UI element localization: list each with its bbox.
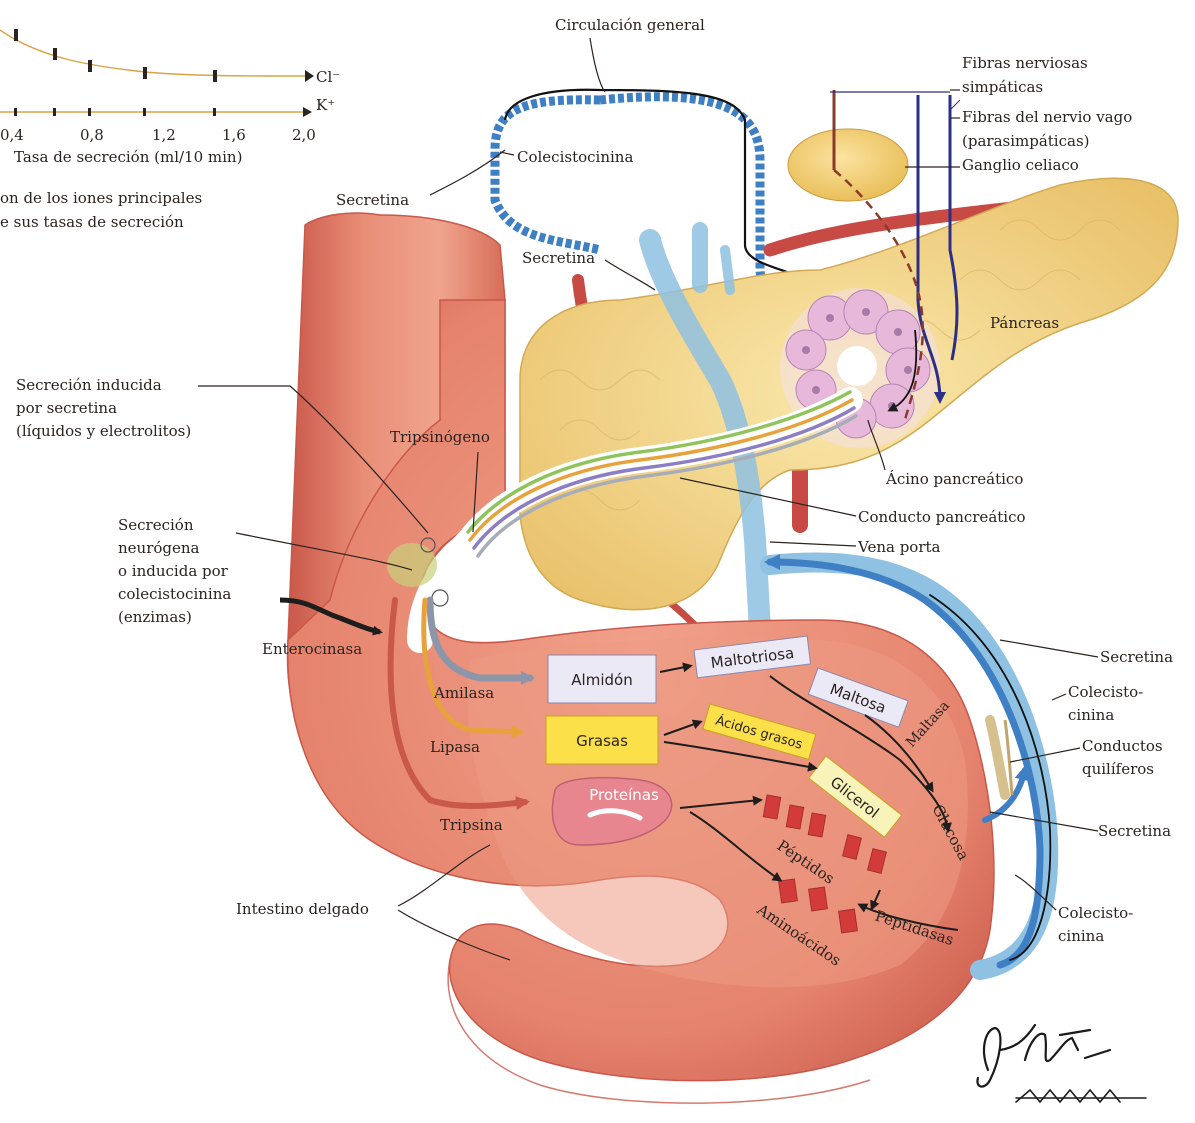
label-secrecion-neuro-2: neurógena — [118, 539, 200, 557]
almidon-label: Almidón — [571, 671, 632, 689]
label-fibras-simpaticas-1: Fibras nerviosas — [962, 54, 1088, 72]
label-circulacion-general: Circulación general — [555, 16, 705, 34]
label-amilasa: Amilasa — [433, 684, 494, 702]
label-secrecion-neuro-5: (enzimas) — [118, 608, 192, 626]
label-colecistocinina-top: Colecistocinina — [517, 148, 633, 166]
label-intestino: Intestino delgado — [236, 900, 369, 918]
label-pancreas: Páncreas — [990, 314, 1059, 332]
label-secrecion-inducida-2: por secretina — [16, 399, 117, 417]
label-conductos-1: Conductos — [1082, 737, 1163, 755]
label-vena-porta: Vena porta — [857, 538, 941, 556]
label-secrecion-neuro-3: o inducida por — [118, 562, 229, 580]
chart-caption-line1: on de los iones principales — [0, 189, 202, 207]
label-secretina-r2: Secretina — [1098, 822, 1171, 840]
label-fibras-vago-2: (parasimpáticas) — [962, 132, 1090, 150]
ion-secretion-chart: Cl⁻ K⁺ 0,4 0,8 1,2 1,6 2,0 Tasa de secre… — [0, 29, 340, 231]
x-tick: 1,2 — [152, 126, 176, 144]
x-tick: 2,0 — [292, 126, 316, 144]
netter-signature — [977, 1025, 1146, 1102]
celiac-ganglion — [788, 129, 908, 201]
label-secretina-mid: Secretina — [522, 249, 595, 267]
cl-curve — [0, 30, 305, 76]
label-colecisto-r1a: Colecisto- — [1068, 683, 1143, 701]
cl-series-label: Cl⁻ — [316, 68, 340, 86]
label-colecisto-r2a: Colecisto- — [1058, 904, 1133, 922]
label-fibras-vago-1: Fibras del nervio vago — [962, 108, 1132, 126]
label-enterocinasa: Enterocinasa — [262, 640, 362, 658]
x-axis-label: Tasa de secreción (ml/10 min) — [14, 148, 242, 166]
label-secrecion-inducida-3: (líquidos y electrolitos) — [16, 422, 191, 440]
x-axis-ticks: 0,4 0,8 1,2 1,6 2,0 — [0, 126, 316, 144]
label-secrecion-neuro-4: colecistocinina — [118, 585, 231, 603]
k-series-label: K⁺ — [316, 96, 335, 114]
label-conducto: Conducto pancreático — [858, 508, 1026, 526]
label-colecisto-r2b: cinina — [1058, 927, 1104, 945]
proteinas-label: Proteínas — [589, 786, 659, 804]
label-tripsina: Tripsina — [440, 816, 503, 834]
label-tripsinogeno: Tripsinógeno — [390, 428, 490, 446]
label-acino: Ácino pancreático — [885, 470, 1023, 488]
label-conductos-2: quilíferos — [1082, 760, 1154, 778]
label-fibras-simpaticas-2: simpáticas — [962, 78, 1043, 96]
label-secrecion-neuro-1: Secreción — [118, 516, 194, 534]
chart-caption-line2: e sus tasas de secreción — [0, 213, 184, 231]
label-secretina-r1: Secretina — [1100, 648, 1173, 666]
grasas-label: Grasas — [576, 732, 628, 750]
label-colecisto-r1b: cinina — [1068, 706, 1114, 724]
x-tick: 0,8 — [80, 126, 104, 144]
label-ganglio: Ganglio celiaco — [962, 156, 1079, 174]
lacteal — [990, 720, 1012, 795]
label-secrecion-inducida-1: Secreción inducida — [16, 376, 162, 394]
x-tick: 1,6 — [222, 126, 246, 144]
label-lipasa: Lipasa — [430, 738, 480, 756]
x-tick: 0,4 — [0, 126, 24, 144]
label-secretina-top: Secretina — [336, 191, 409, 209]
